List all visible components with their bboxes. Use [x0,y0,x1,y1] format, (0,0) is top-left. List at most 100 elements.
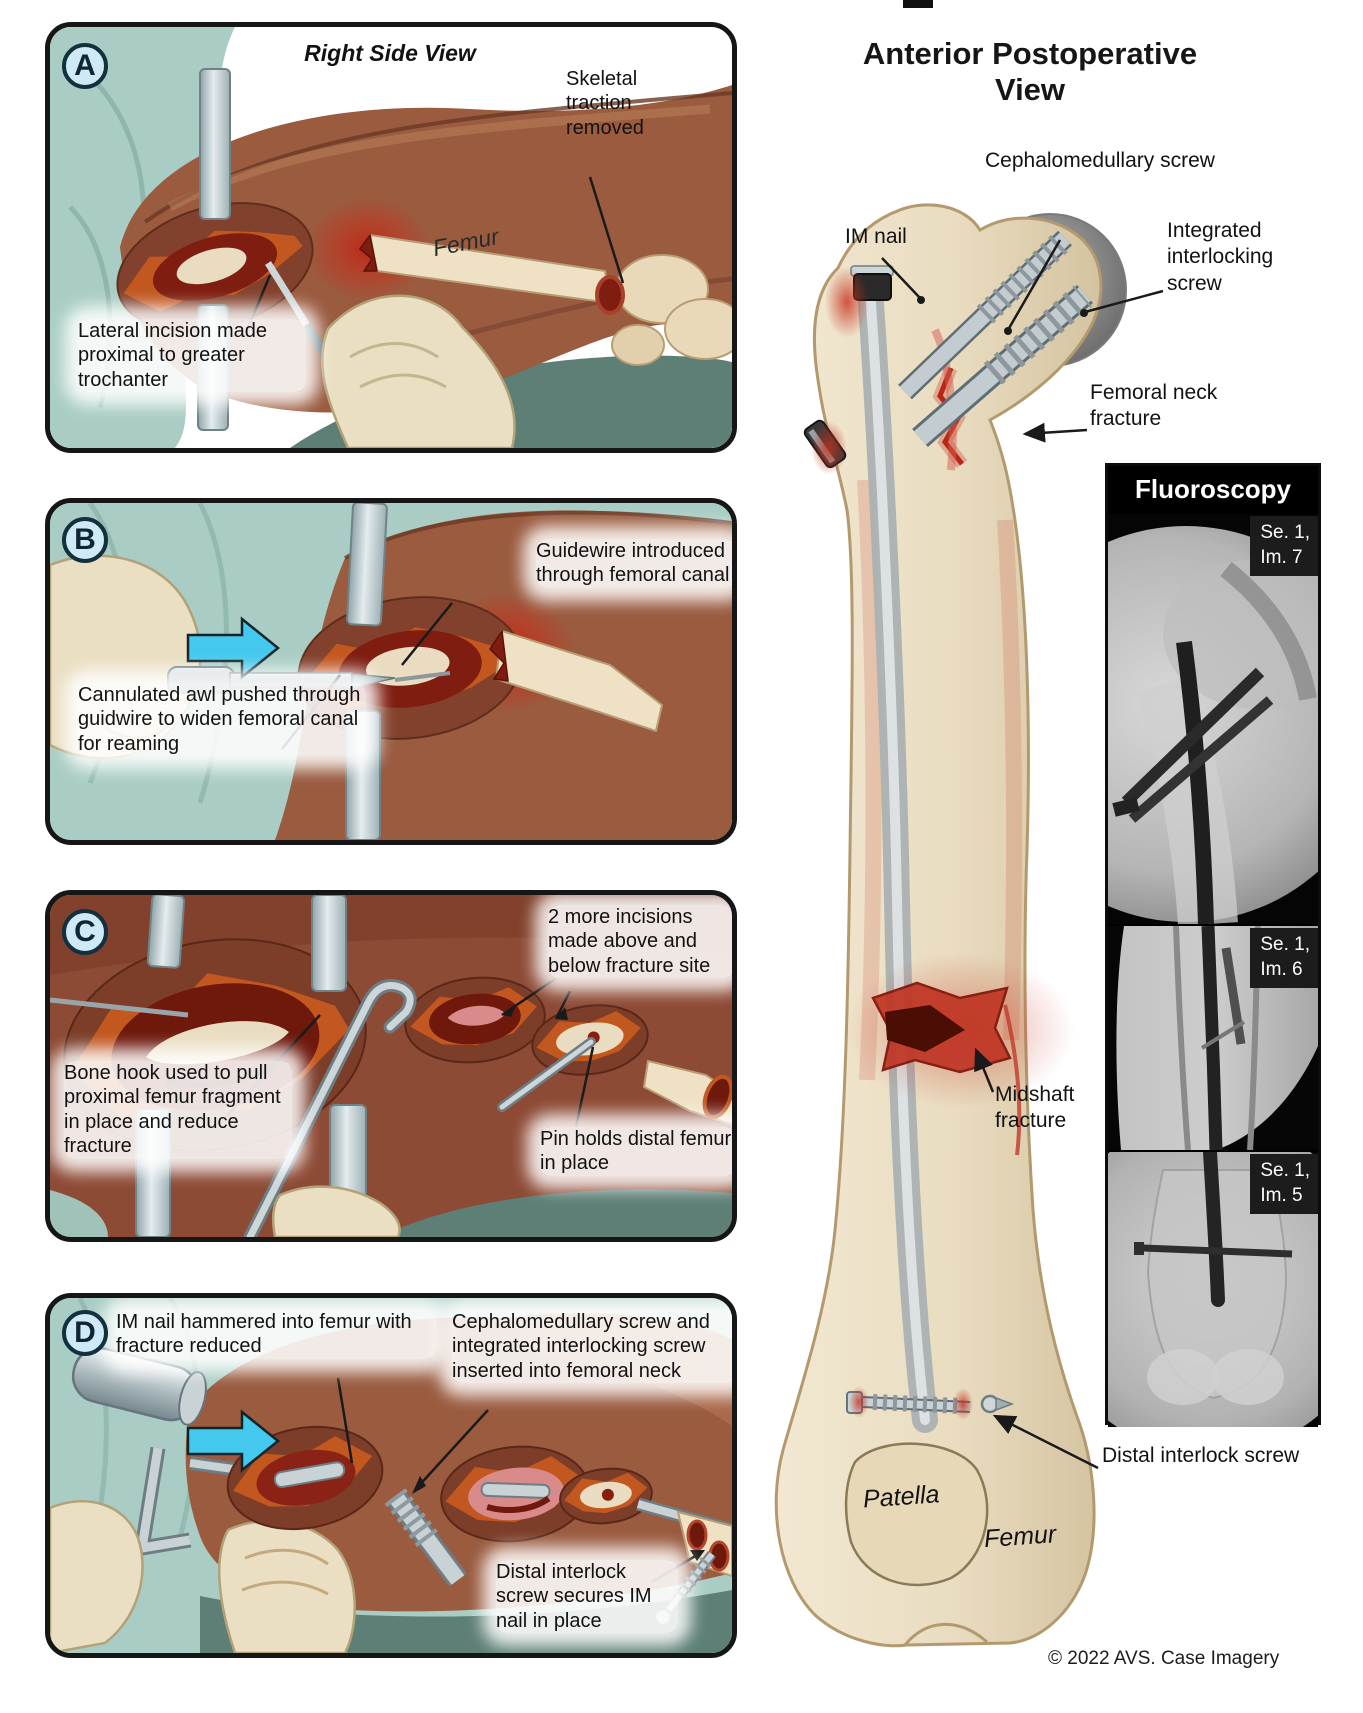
pointer-skeletal-traction [588,176,625,284]
label-cannulated-awl: Cannulated awl pushed through guidwire t… [78,683,366,757]
knee-bone-3 [611,324,665,366]
series-text: Se. 1, [1260,1160,1310,1181]
retractor-1 [146,895,186,969]
panel-letter-badge: D [62,1310,108,1356]
middle-incision-wound [440,1445,590,1543]
awl-tip [351,673,396,689]
fracture-end [358,233,378,272]
surgeon-hand [271,1185,401,1237]
guidewire [394,671,451,682]
xray-image-hip: Se. 1, Im. 7 [1108,512,1318,924]
label-guidewire: Guidewire introduced through femoral can… [536,539,732,588]
panel-b: B Guidewire introduced through femoral c… [45,498,737,845]
pointer-im-nail [336,1377,354,1464]
distal-incision-wound [559,1467,653,1525]
distal-wound-1 [686,1519,708,1551]
retractor-upper [346,503,388,627]
distal-wound [702,1074,732,1120]
label-more-incisions: 2 more incisions made above and below fr… [548,905,732,979]
hammer-arrow-icon [186,1409,280,1473]
label-cephalomedullary-screw: Cephalomedullary screw [985,149,1215,172]
xray-knee-graphic [1108,1152,1318,1427]
pointer-guidewire [401,602,453,666]
entry-incision-wound [226,1425,384,1531]
femur-bone [774,203,1103,1648]
retractor-upper [199,68,231,220]
panel-letter-badge: C [62,909,108,955]
drape-bottom [380,1189,732,1237]
xray-image-knee: Se. 1, Im. 5 [1108,1150,1318,1427]
retractor-3 [311,895,347,992]
distal-interlock-screw [846,1386,1015,1420]
right-pointer-lines [881,239,1164,1470]
capsule-redness [931,328,957,471]
image-text: Im. 5 [1260,1184,1303,1206]
midshaft-fracture-gap [885,1005,965,1052]
middle-incision-wound [404,976,546,1064]
xray-series-label: Se. 1, Im. 5 [1250,1154,1318,1215]
copyright: © 2022 AVS. Case Imagery [1048,1648,1280,1669]
label-midshaft-fracture: Midshaft fracture [995,1083,1075,1133]
pointer-pin [574,1046,595,1128]
label-skeletal-traction: Skeletal traction removed [566,68,644,139]
glove-creases [349,342,447,389]
label-lateral-incision: Lateral incision made proximal to greate… [78,319,306,393]
xray-series-label: Se. 1, Im. 6 [1250,928,1318,989]
panel-a: A Right Side View Skeletal traction remo… [45,22,737,453]
fracture-line-distal [1003,1004,1022,1156]
cephalomedullary-screw [898,230,1072,400]
panel-c: C 2 more incisions made above and below … [45,890,737,1242]
label-im-nail: IM nail [845,225,907,248]
panel-letter-badge: A [62,43,108,89]
fracture-end [489,628,509,682]
panel-d: D IM nail hammered into femur with fract… [45,1293,737,1658]
integrated-interlocking-screw [912,284,1093,448]
panel-letter-badge: B [62,517,108,563]
pointer-more-incisions [501,977,572,1020]
panel-a-title: Right Side View [304,40,476,66]
drape-corner [50,1190,108,1237]
fluoroscopy-title: Fluoroscopy [1108,466,1318,512]
condyle-notch [903,1622,988,1646]
patella [844,1442,989,1587]
push-arrow-icon [186,616,280,680]
label-distal-interlock: Distal interlock screw secures IM nail i… [496,1560,678,1634]
traction-pin-wound [595,275,625,315]
lateral-incision-wound [116,202,314,332]
postoperative-femur-illustration [774,203,1164,1648]
stub-redness [811,421,847,475]
label-ceph-screw-inserted: Cephalomedullary screw and integrated in… [452,1310,732,1384]
gloved-hand [321,294,516,448]
xray-image-shaft: Se. 1, Im. 6 [1108,924,1318,1150]
pin [499,1039,594,1110]
panel-letter: B [74,523,96,556]
scalpel-blade [265,261,311,329]
panel-letter: D [74,1316,96,1349]
label-femoral-neck-fracture: Femoral neck fracture [1090,381,1218,431]
label-im-nail-hammered: IM nail hammered into femur with fractur… [116,1310,436,1359]
main-title: Anterior Postoperative View [862,36,1198,107]
hand-left [50,1500,144,1653]
xray-series-label: Se. 1, Im. 7 [1250,516,1318,577]
panel-letter: A [74,49,96,82]
entry-site-redness [825,266,869,338]
im-nail-highlight [865,285,930,1425]
guidewire-in-bone [50,997,189,1018]
label-pin: Pin holds distal femur in place [540,1127,732,1176]
top-edge-mark [903,0,933,8]
label-bone-hook: Bone hook used to pull proximal femur fr… [64,1061,292,1159]
panel-letter: C [74,915,96,948]
bone-hook [246,982,414,1237]
cephalomedullary-screw-icon [384,1488,467,1587]
pointer-ceph-screw [412,1409,489,1494]
hand-fingers [241,1548,329,1596]
knee-bone-2 [664,298,732,360]
image-text: Im. 7 [1260,546,1303,568]
series-text: Se. 1, [1260,934,1310,955]
series-text: Se. 1, [1260,522,1310,543]
xray-hip-graphic [1108,514,1318,924]
label-integrated-interlocking-screw: Integrated interlocking screw [1167,219,1274,295]
label-distal-interlock-screw: Distal interlock screw [1102,1444,1300,1467]
fluoroscopy-panel: Fluoroscopy Se. 1, Im. [1105,463,1321,1427]
